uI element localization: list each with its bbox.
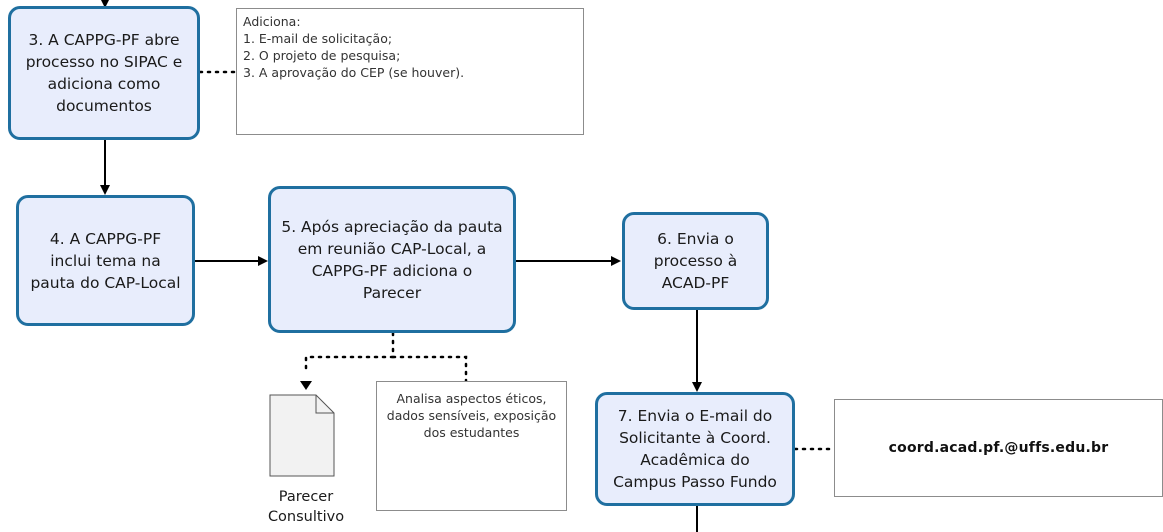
documents-note: Adiciona: 1. E-mail de solicitação; 2. O… <box>236 8 584 135</box>
parecer-document-icon <box>269 394 335 477</box>
step6-box[interactable]: 6. Envia o processo à ACAD-PF <box>622 212 769 310</box>
dotted-step5-to-analysis <box>391 355 468 383</box>
parecer-label: Parecer Consultivo <box>267 489 345 525</box>
step4-box[interactable]: 4. A CAPPG-PF inclui tema na pauta do CA… <box>16 195 195 326</box>
analysis-note: Analisa aspectos éticos, dados sensíveis… <box>376 381 567 511</box>
parecer-arrowhead <box>300 381 312 390</box>
parecer-document-fold <box>315 395 334 414</box>
step7-box[interactable]: 7. Envia o E-mail do Solicitante à Coord… <box>595 392 795 506</box>
email-address: coord.acad.pf.@uffs.edu.br <box>888 440 1109 456</box>
step3-box[interactable]: 3. A CAPPG-PF abre processo no SIPAC e a… <box>8 6 200 140</box>
dotted-step5-to-parecer <box>304 331 395 374</box>
email-box: coord.acad.pf.@uffs.edu.br <box>834 399 1163 497</box>
step5-box[interactable]: 5. Após apreciação da pauta em reunião C… <box>268 186 516 333</box>
